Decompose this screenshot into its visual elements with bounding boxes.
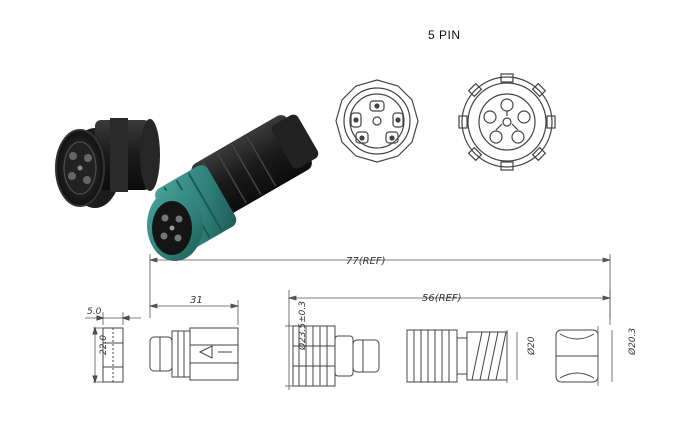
body-length-label: 56(REF): [422, 293, 462, 304]
clamp-side-view: [406, 329, 518, 383]
plug-side-view: [285, 322, 380, 390]
flange-side-view: [85, 312, 141, 384]
receptacle-side-view: [149, 327, 239, 381]
socket-length-dimension: [148, 300, 240, 325]
pin-face-view-2: [458, 73, 556, 171]
flange-thickness-label: 5.0: [87, 307, 102, 317]
nut-diameter-label: Ø20.3: [627, 328, 638, 356]
body-diameter-label: Ø23.5±0.3: [297, 301, 308, 351]
pin-count-title: 5 PIN: [428, 28, 461, 42]
pin-socket-group: [350, 100, 404, 144]
pin-face-view-1: [335, 79, 419, 163]
panel-receptacle-photo: [55, 118, 160, 208]
nut-side-view: [555, 326, 613, 386]
cable-plug-photo: [147, 114, 319, 261]
knurl-notches: [458, 73, 556, 171]
socket-length-label: 31: [190, 295, 203, 306]
clamp-diameter-label: Ø20: [526, 336, 537, 356]
body-length-dimension: [287, 290, 612, 325]
flange-height-label: 22.0: [99, 335, 109, 355]
overall-length-label: 77(REF): [346, 256, 386, 267]
